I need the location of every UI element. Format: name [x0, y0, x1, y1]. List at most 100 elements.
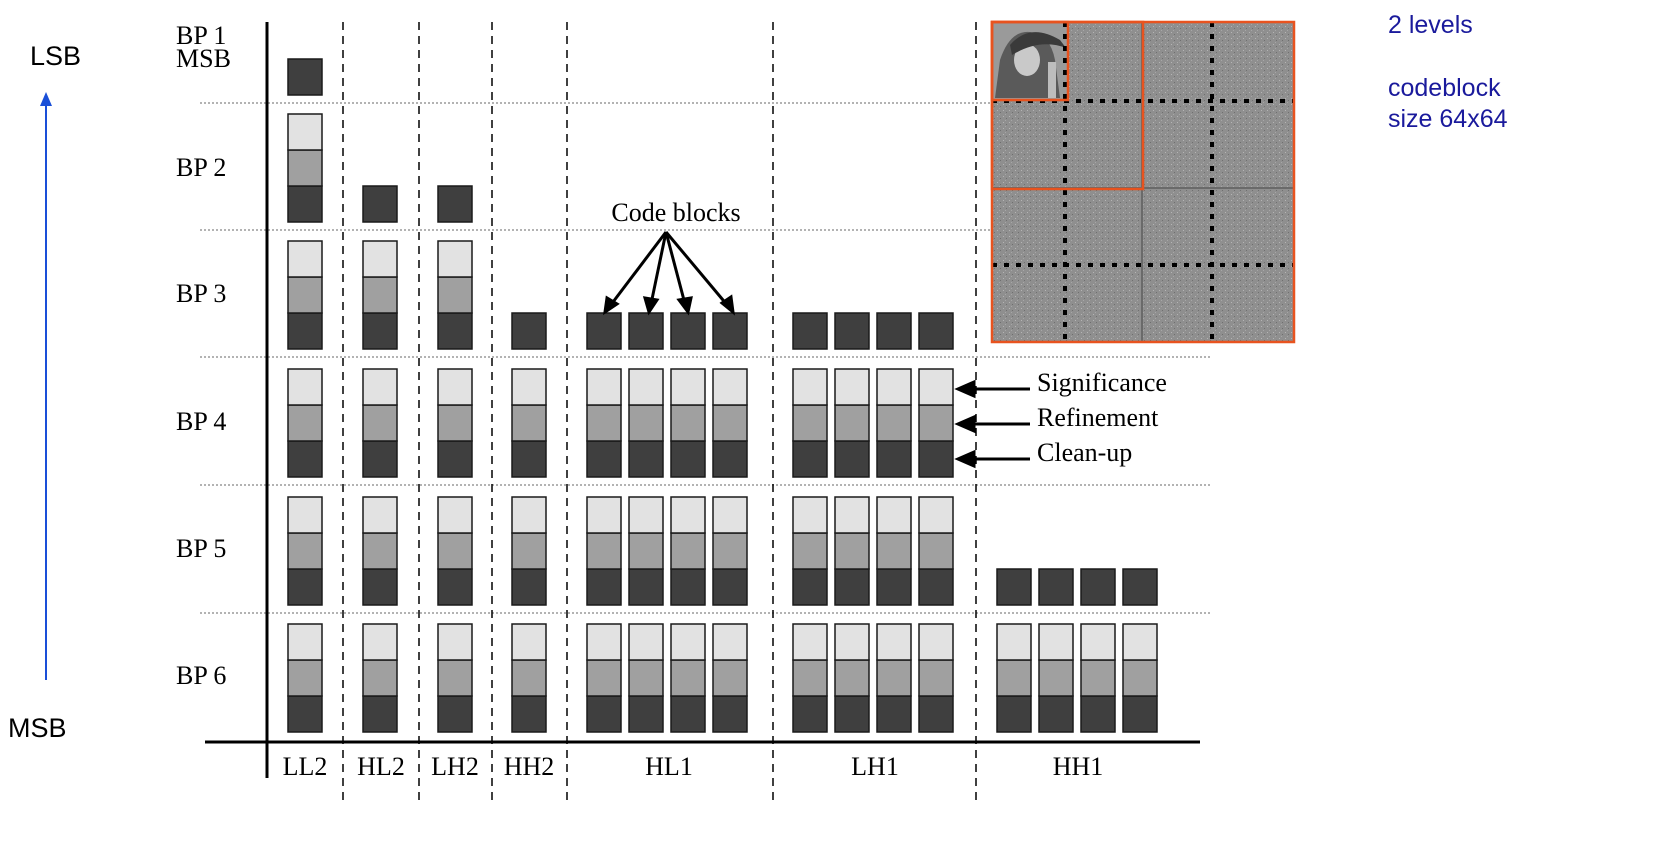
hh2-block1-bp5-cleanup-pass — [511, 568, 547, 606]
hl1-block2-bp6-significance-pass — [628, 623, 664, 661]
ll2-block1-bp3-significance-pass — [287, 240, 323, 278]
hh2-block1-bp6-refinement-pass — [511, 659, 547, 697]
ll2-block1-bp2-cleanup-pass — [287, 185, 323, 223]
hh2-block1-bp6-significance-pass — [511, 623, 547, 661]
hl1-block3-bp6-cleanup-pass — [670, 695, 706, 733]
hl1-block4-bp5-significance-pass — [712, 496, 748, 534]
hl1-block3-bp3-cleanup-pass — [670, 312, 706, 350]
lh1-block4-bp4-cleanup-pass — [918, 440, 954, 478]
hh1-block1-bp6-cleanup-pass — [996, 695, 1032, 733]
lh2-block1-bp5-significance-pass — [437, 496, 473, 534]
cleanup-label: Clean-up — [1037, 438, 1132, 467]
msb-label: MSB — [8, 713, 67, 743]
ll2-block1-bp4-cleanup-pass — [287, 440, 323, 478]
bitplane-labels: BP 1 MSB BP 2 BP 3 BP 4 BP 5 BP 6 — [176, 21, 231, 690]
subband-label-hl2: HL2 — [357, 752, 405, 781]
hh1-block1-bp6-significance-pass — [996, 623, 1032, 661]
levels-note: 2 levels — [1388, 11, 1473, 39]
lh2-block1-bp5-refinement-pass — [437, 532, 473, 570]
hl2-block1-bp4-cleanup-pass — [362, 440, 398, 478]
hl1-block1-bp3-cleanup-pass — [586, 312, 622, 350]
wavelet-decomposition-image — [990, 20, 1296, 344]
subband-label-ll2: LL2 — [283, 752, 328, 781]
ll2-block1-bp2-significance-pass — [287, 113, 323, 151]
hl1-block1-bp6-significance-pass — [586, 623, 622, 661]
lh1-block3-bp4-refinement-pass — [876, 404, 912, 442]
subband-label-hh2: HH2 — [504, 752, 555, 781]
hl1-block3-bp4-cleanup-pass — [670, 440, 706, 478]
hl1-block4-bp4-cleanup-pass — [712, 440, 748, 478]
hl1-block4-bp6-refinement-pass — [712, 659, 748, 697]
hl1-block2-bp4-significance-pass — [628, 368, 664, 406]
ll2-block1-bp5-significance-pass — [287, 496, 323, 534]
refinement-label: Refinement — [1037, 403, 1159, 432]
lh1-block4-bp5-significance-pass — [918, 496, 954, 534]
hl1-block3-bp4-refinement-pass — [670, 404, 706, 442]
lh1-block2-bp3-cleanup-pass — [834, 312, 870, 350]
hl1-block1-bp6-refinement-pass — [586, 659, 622, 697]
codeblock-note-line1: codeblock — [1388, 74, 1501, 102]
hl1-block2-bp4-refinement-pass — [628, 404, 664, 442]
hl1-block2-bp6-refinement-pass — [628, 659, 664, 697]
hh2-block1-bp5-refinement-pass — [511, 532, 547, 570]
lh1-block2-bp6-cleanup-pass — [834, 695, 870, 733]
hl1-block2-bp4-cleanup-pass — [628, 440, 664, 478]
hl1-block1-bp5-cleanup-pass — [586, 568, 622, 606]
code-blocks-arrows — [603, 231, 735, 316]
hh1-block1-bp5-cleanup-pass — [996, 568, 1032, 606]
lh2-block1-bp3-significance-pass — [437, 240, 473, 278]
lh1-block2-bp6-significance-pass — [834, 623, 870, 661]
lh1-block3-bp6-refinement-pass — [876, 659, 912, 697]
hl2-block1-bp3-refinement-pass — [362, 276, 398, 314]
codeblock-note-line2: size 64x64 — [1388, 105, 1508, 133]
hh2-block1-bp3-cleanup-pass — [511, 312, 547, 350]
lh1-block2-bp4-significance-pass — [834, 368, 870, 406]
msb-lsb-arrow — [40, 92, 52, 680]
hh2-block1-bp4-refinement-pass — [511, 404, 547, 442]
hl1-block2-bp3-cleanup-pass — [628, 312, 664, 350]
bp5-label: BP 5 — [176, 534, 226, 563]
hh2-block1-bp6-cleanup-pass — [511, 695, 547, 733]
lh1-block1-bp4-significance-pass — [792, 368, 828, 406]
hl1-block2-bp6-cleanup-pass — [628, 695, 664, 733]
hl1-block3-bp6-significance-pass — [670, 623, 706, 661]
hl2-block1-bp6-cleanup-pass — [362, 695, 398, 733]
ll2-block1-bp4-significance-pass — [287, 368, 323, 406]
code-blocks-annotation: Code blocks — [603, 198, 741, 316]
lh1-block4-bp6-cleanup-pass — [918, 695, 954, 733]
lh1-block2-bp5-cleanup-pass — [834, 568, 870, 606]
code-block-grid — [287, 58, 1158, 733]
ll2-block1-bp4-refinement-pass — [287, 404, 323, 442]
hl1-block2-bp5-significance-pass — [628, 496, 664, 534]
hl2-block1-bp5-refinement-pass — [362, 532, 398, 570]
hh1-block2-bp5-cleanup-pass — [1038, 568, 1074, 606]
hl1-block1-bp4-significance-pass — [586, 368, 622, 406]
ll2-block1-bp5-refinement-pass — [287, 532, 323, 570]
lh2-block1-bp4-cleanup-pass — [437, 440, 473, 478]
lh1-block1-bp6-refinement-pass — [792, 659, 828, 697]
lh1-block3-bp6-significance-pass — [876, 623, 912, 661]
hh1-block2-bp6-cleanup-pass — [1038, 695, 1074, 733]
hl1-block3-bp6-refinement-pass — [670, 659, 706, 697]
lsb-label: LSB — [30, 41, 82, 71]
hl1-block1-bp5-significance-pass — [586, 496, 622, 534]
ll2-frame — [990, 20, 1070, 102]
hl2-block1-bp5-cleanup-pass — [362, 568, 398, 606]
ll2-block1-bp1-cleanup-pass — [287, 58, 323, 96]
hh2-block1-bp4-significance-pass — [511, 368, 547, 406]
ll2-block1-bp3-cleanup-pass — [287, 312, 323, 350]
lh1-block1-bp3-cleanup-pass — [792, 312, 828, 350]
lh1-block3-bp4-cleanup-pass — [876, 440, 912, 478]
bp6-label: BP 6 — [176, 661, 226, 690]
hl1-block4-bp6-significance-pass — [712, 623, 748, 661]
hl1-block3-bp4-significance-pass — [670, 368, 706, 406]
lh1-block1-bp5-cleanup-pass — [792, 568, 828, 606]
ll2-thumbnail — [993, 23, 1068, 99]
ll2-block1-bp5-cleanup-pass — [287, 568, 323, 606]
hl1-block1-bp4-refinement-pass — [586, 404, 622, 442]
lh1-block1-bp4-refinement-pass — [792, 404, 828, 442]
coding-pass-annotation: Significance Refinement Clean-up — [954, 368, 1167, 469]
lh1-block4-bp4-refinement-pass — [918, 404, 954, 442]
lh1-block4-bp6-refinement-pass — [918, 659, 954, 697]
